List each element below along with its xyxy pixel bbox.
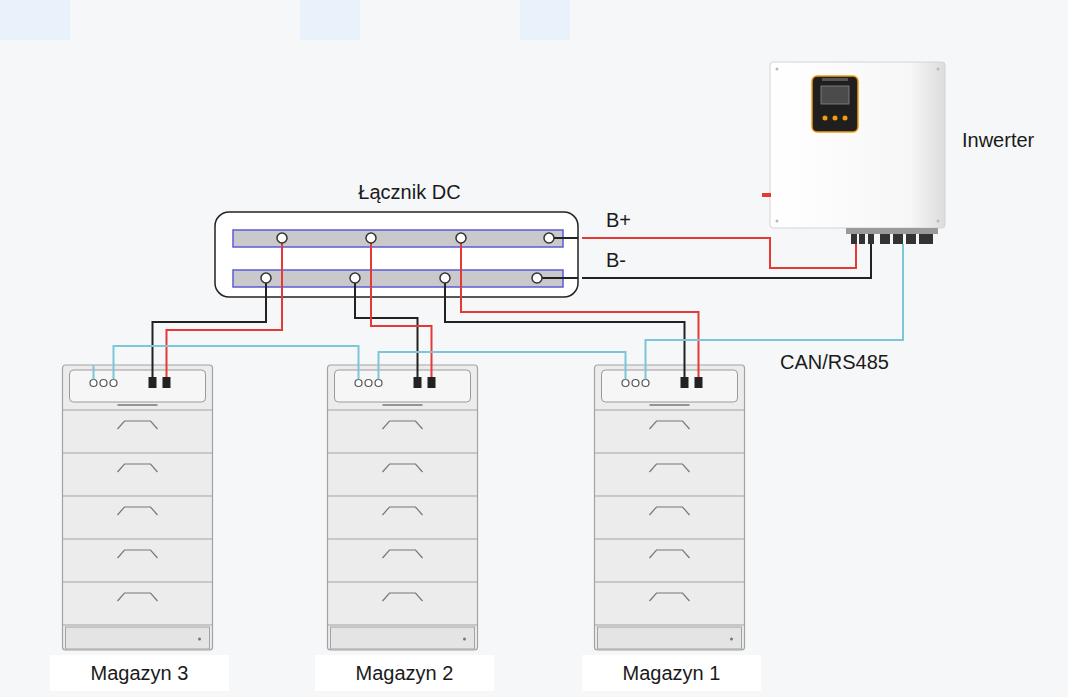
terminal-bolts	[261, 233, 554, 283]
watermark-block	[520, 0, 570, 40]
wire-label: B+	[604, 208, 633, 232]
battery-box: Magazyn 3	[50, 365, 229, 693]
node-label: Łącznik DC	[215, 180, 582, 204]
battery-box: Magazyn 2	[315, 365, 494, 693]
watermark	[0, 0, 570, 40]
node-label: Magazyn 3	[50, 655, 229, 691]
inverter-display	[821, 86, 849, 104]
wire-label: B-	[604, 248, 628, 272]
node-label: Magazyn 2	[315, 655, 494, 691]
dc-connector-box: Łącznik DC	[215, 180, 582, 297]
watermark-block	[0, 0, 70, 40]
battery-stack	[328, 365, 478, 650]
wire-label: CAN/RS485	[778, 350, 891, 374]
wire	[379, 352, 626, 365]
inverter-terminals	[851, 234, 933, 244]
node-label: Magazyn 1	[582, 655, 761, 691]
battery-box: Magazyn 1	[582, 365, 761, 693]
battery-stack	[63, 365, 213, 650]
wire	[355, 297, 418, 365]
inverter-illustration	[762, 62, 945, 254]
inverter-panel	[812, 76, 858, 132]
wire	[167, 297, 283, 365]
dc-connector-illustration	[215, 212, 578, 297]
node-label: Inwerter	[962, 128, 1034, 152]
inverter-housing	[770, 62, 945, 228]
wire	[445, 297, 685, 365]
connector-housing	[215, 212, 578, 297]
inverter-box: Inwerter	[766, 58, 1064, 254]
wire	[371, 297, 432, 365]
inverter-marker	[762, 193, 771, 197]
wire	[461, 297, 699, 365]
wire	[646, 254, 904, 365]
wire	[114, 346, 359, 365]
battery-stack	[595, 365, 745, 650]
watermark-block	[300, 0, 360, 40]
inverter-base	[846, 228, 938, 234]
